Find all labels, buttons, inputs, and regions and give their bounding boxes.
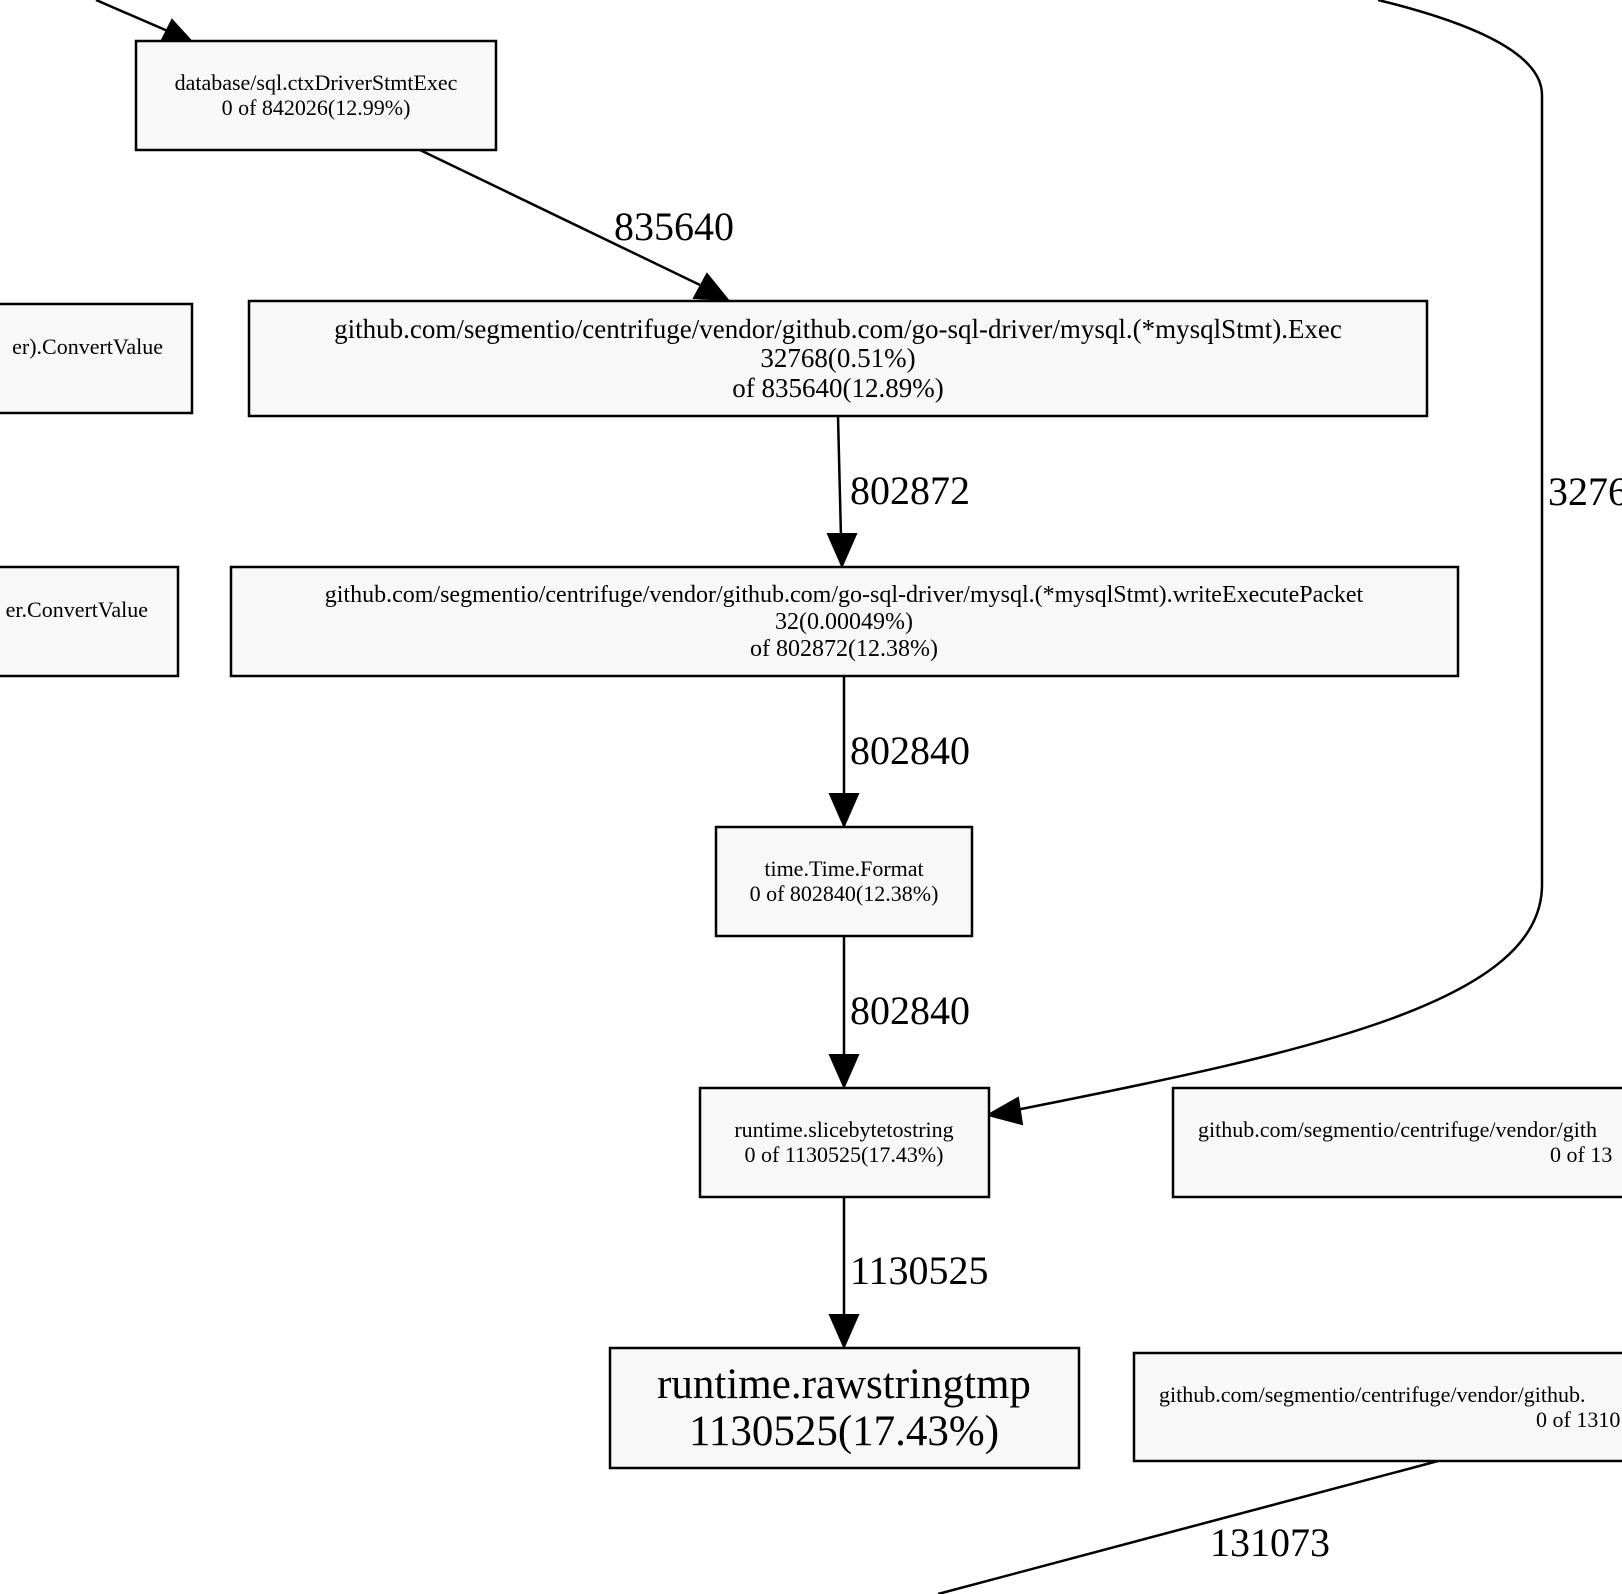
- edge-label-802872: 802872: [850, 468, 970, 513]
- node-time-format[interactable]: time.Time.Format 0 of 802840(12.38%): [714, 825, 974, 938]
- edge-offscreen-to-ctxdriverstmtexec: [95, 0, 195, 44]
- edge-label-1130525: 1130525: [850, 1248, 989, 1293]
- edge-exec-to-writeexecutepacket: 802872: [826, 415, 970, 569]
- edge-slicebytetostring-to-rawstringtmp: 1130525: [828, 1197, 989, 1350]
- node-ctxdriverstmtexec-value: 0 of 842026(12.99%): [222, 95, 411, 120]
- node-mysqlstmt-exec-flat: 32768(0.51%): [760, 343, 915, 373]
- edge-label-131073: 131073: [1210, 1520, 1330, 1565]
- node-time-format-value: 0 of 802840(12.38%): [750, 881, 939, 906]
- edge-right-curve-to-slicebytetostring: 3276: [985, 0, 1622, 1126]
- edge-timeformat-to-slicebytetostring: 802840: [828, 936, 970, 1090]
- node-slicebytetostring-name: runtime.slicebytetostring: [734, 1117, 953, 1142]
- node-right-lower-name: github.com/segmentio/centrifuge/vendor/g…: [1159, 1382, 1585, 1407]
- node-writeexecutepacket-flat: 32(0.00049%): [775, 609, 913, 635]
- node-rawstringtmp[interactable]: runtime.rawstringtmp 1130525(17.43%): [608, 1346, 1081, 1470]
- node-time-format-name: time.Time.Format: [764, 856, 923, 881]
- node-writeexecutepacket-cum: of 802872(12.38%): [750, 636, 938, 662]
- node-convertvalue-top-name: er).ConvertValue: [12, 334, 163, 359]
- node-writeexecutepacket[interactable]: github.com/segmentio/centrifuge/vendor/g…: [229, 565, 1460, 678]
- edge-label-802840-b: 802840: [850, 988, 970, 1033]
- edge-writeexecutepacket-to-timeformat: 802840: [828, 675, 970, 829]
- edge-label-835640: 835640: [614, 204, 734, 249]
- node-convertvalue-mid[interactable]: er.ConvertValue: [0, 565, 180, 678]
- node-convertvalue-mid-name: er.ConvertValue: [6, 597, 148, 622]
- edge-label-3276: 3276: [1548, 469, 1622, 514]
- node-slicebytetostring[interactable]: runtime.slicebytetostring 0 of 1130525(1…: [698, 1086, 991, 1199]
- edge-ctxdriverstmtexec-to-exec: 835640: [419, 148, 734, 302]
- node-convertvalue-top[interactable]: er).ConvertValue: [0, 302, 194, 415]
- node-mysqlstmt-exec-name: github.com/segmentio/centrifuge/vendor/g…: [334, 314, 1342, 344]
- node-mysqlstmt-exec-cum: of 835640(12.89%): [732, 373, 943, 403]
- edge-rightlower-to-offscreen: 131073: [937, 1459, 1439, 1594]
- node-right-upper-value: 0 of 13: [1550, 1142, 1612, 1167]
- node-mysqlstmt-exec[interactable]: github.com/segmentio/centrifuge/vendor/g…: [247, 299, 1429, 418]
- node-right-upper-name: github.com/segmentio/centrifuge/vendor/g…: [1198, 1117, 1597, 1142]
- node-ctxdriverstmtexec-name: database/sql.ctxDriverStmtExec: [175, 70, 458, 95]
- node-right-upper[interactable]: github.com/segmentio/centrifuge/vendor/g…: [1171, 1086, 1622, 1199]
- node-right-lower[interactable]: github.com/segmentio/centrifuge/vendor/g…: [1132, 1351, 1622, 1463]
- node-ctxdriverstmtexec[interactable]: database/sql.ctxDriverStmtExec 0 of 8420…: [134, 39, 498, 152]
- node-right-lower-value: 0 of 1310: [1536, 1407, 1620, 1432]
- node-rawstringtmp-value: 1130525(17.43%): [689, 1408, 999, 1455]
- node-slicebytetostring-value: 0 of 1130525(17.43%): [745, 1142, 944, 1167]
- node-writeexecutepacket-name: github.com/segmentio/centrifuge/vendor/g…: [325, 582, 1364, 608]
- node-rawstringtmp-name: runtime.rawstringtmp: [657, 1361, 1031, 1408]
- edge-label-802840-a: 802840: [850, 728, 970, 773]
